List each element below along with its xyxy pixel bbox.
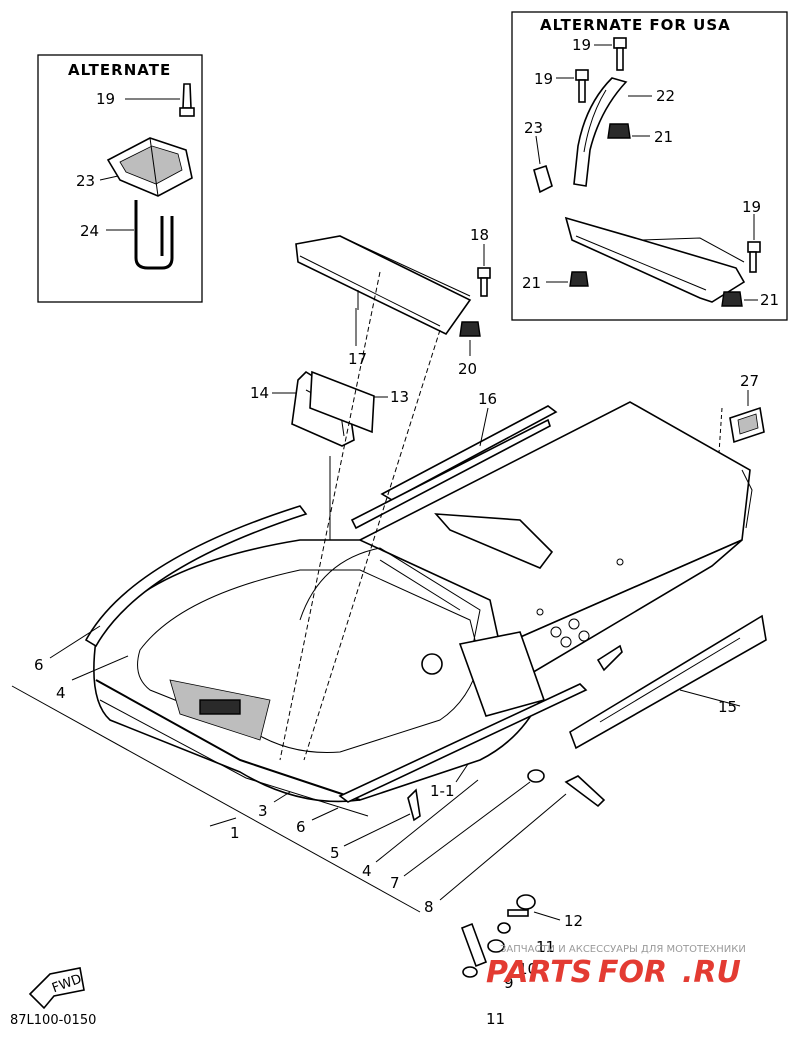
callout-21-left: 21 <box>522 274 541 292</box>
callout-26: 19 <box>96 90 115 108</box>
main-frame-chassis <box>93 401 753 817</box>
fwd-arrow-icon: FWD <box>28 967 85 1010</box>
alternate-box <box>37 54 203 303</box>
watermark: ЗАПЧАСТИ И АКСЕССУАРЫ ДЛЯ МОТОТЕХНИКИ PA… <box>486 944 746 990</box>
callout-labels: 19 23 24 19 19 22 23 21 19 21 21 18 17 2… <box>34 36 779 1028</box>
callout-27: 27 <box>740 372 759 390</box>
callout-16: 16 <box>478 390 497 408</box>
callout-8: 8 <box>424 898 434 916</box>
callout-15: 15 <box>718 698 737 716</box>
alternate-usa-box <box>511 11 788 321</box>
callout-21-upper: 21 <box>654 128 673 146</box>
part-19-bolt-right <box>747 241 761 273</box>
part-18-bolt <box>477 267 491 297</box>
part-27-emblem <box>729 406 765 444</box>
part-15-grommet <box>596 644 623 672</box>
callout-4: 4 <box>362 862 372 880</box>
callout-2: 3 <box>258 802 268 820</box>
callout-7: 7 <box>390 874 400 892</box>
callout-24: 23 <box>76 172 95 190</box>
part-15-side-decal <box>569 614 767 750</box>
callout-3: 4 <box>56 684 66 702</box>
part-5-rivet <box>407 788 421 822</box>
callout-19-left: 19 <box>534 70 553 88</box>
part-11-washer-lower <box>497 922 511 934</box>
reference-code: 87L100-0150 <box>10 1013 96 1028</box>
part-23-pad <box>533 164 553 194</box>
callout-20: 20 <box>458 360 477 378</box>
part-9-washer <box>462 966 478 978</box>
alternate-box-title: ALTERNATE <box>68 61 171 79</box>
watermark-brand-for: FOR <box>598 955 667 990</box>
part-10-spacer <box>487 939 505 953</box>
watermark-brand-parts: PARTS <box>486 955 592 990</box>
callout-11-lower: 11 <box>486 1010 505 1028</box>
callout-21-right: 21 <box>760 291 779 309</box>
part-11-plate-upper <box>460 922 488 968</box>
callout-25: 24 <box>80 222 99 240</box>
part-24-bracket <box>106 137 193 197</box>
callout-19-upper: 19 <box>572 36 591 54</box>
callout-17: 17 <box>348 350 367 368</box>
part-21-nut-right <box>721 291 743 307</box>
part-12-bolt <box>507 894 536 917</box>
part-26-bolt <box>179 83 195 117</box>
callout-9: 9 <box>504 974 514 992</box>
part-8-bolt <box>564 775 606 808</box>
part-19-bolt-upper <box>613 37 627 71</box>
part-20-nut <box>459 321 481 337</box>
part-25-u-bolt <box>134 200 174 270</box>
callout-1: 1 <box>230 824 240 842</box>
part-6-side-rail-right <box>338 631 588 803</box>
callout-23: 23 <box>524 119 543 137</box>
callout-1-1: 1-1 <box>430 782 455 800</box>
callout-18: 18 <box>470 226 489 244</box>
callout-13: 13 <box>390 388 409 406</box>
callout-6-right: 6 <box>296 818 306 836</box>
callout-22: 22 <box>656 87 675 105</box>
usa-carrier-rail <box>564 216 746 303</box>
part-19-bolt-left <box>575 69 589 103</box>
watermark-tagline: ЗАПЧАСТИ И АКСЕССУАРЫ ДЛЯ МОТОТЕХНИКИ <box>500 944 746 955</box>
callout-12: 12 <box>564 912 583 930</box>
part-22-strap <box>573 77 628 187</box>
part-21-nut-upper <box>607 123 631 139</box>
part-17-rear-carrier <box>295 235 472 336</box>
callout-5: 5 <box>330 844 340 862</box>
callout-14: 14 <box>250 384 269 402</box>
part-21-nut-left <box>569 271 589 287</box>
callout-6-left: 6 <box>34 656 44 674</box>
dimension-lines <box>11 271 567 913</box>
watermark-brand-ru: .RU <box>682 955 741 990</box>
callout-11-upper: 11 <box>536 938 555 956</box>
callout-19-right: 19 <box>742 198 761 216</box>
part-6-side-rail-left <box>84 505 308 648</box>
part-7-washer <box>527 769 545 783</box>
part-16-trim-strip <box>350 405 558 530</box>
alternate-usa-box-title: ALTERNATE FOR USA <box>540 16 731 34</box>
part-13-pad <box>309 370 375 434</box>
callout-10: 10 <box>518 960 537 978</box>
